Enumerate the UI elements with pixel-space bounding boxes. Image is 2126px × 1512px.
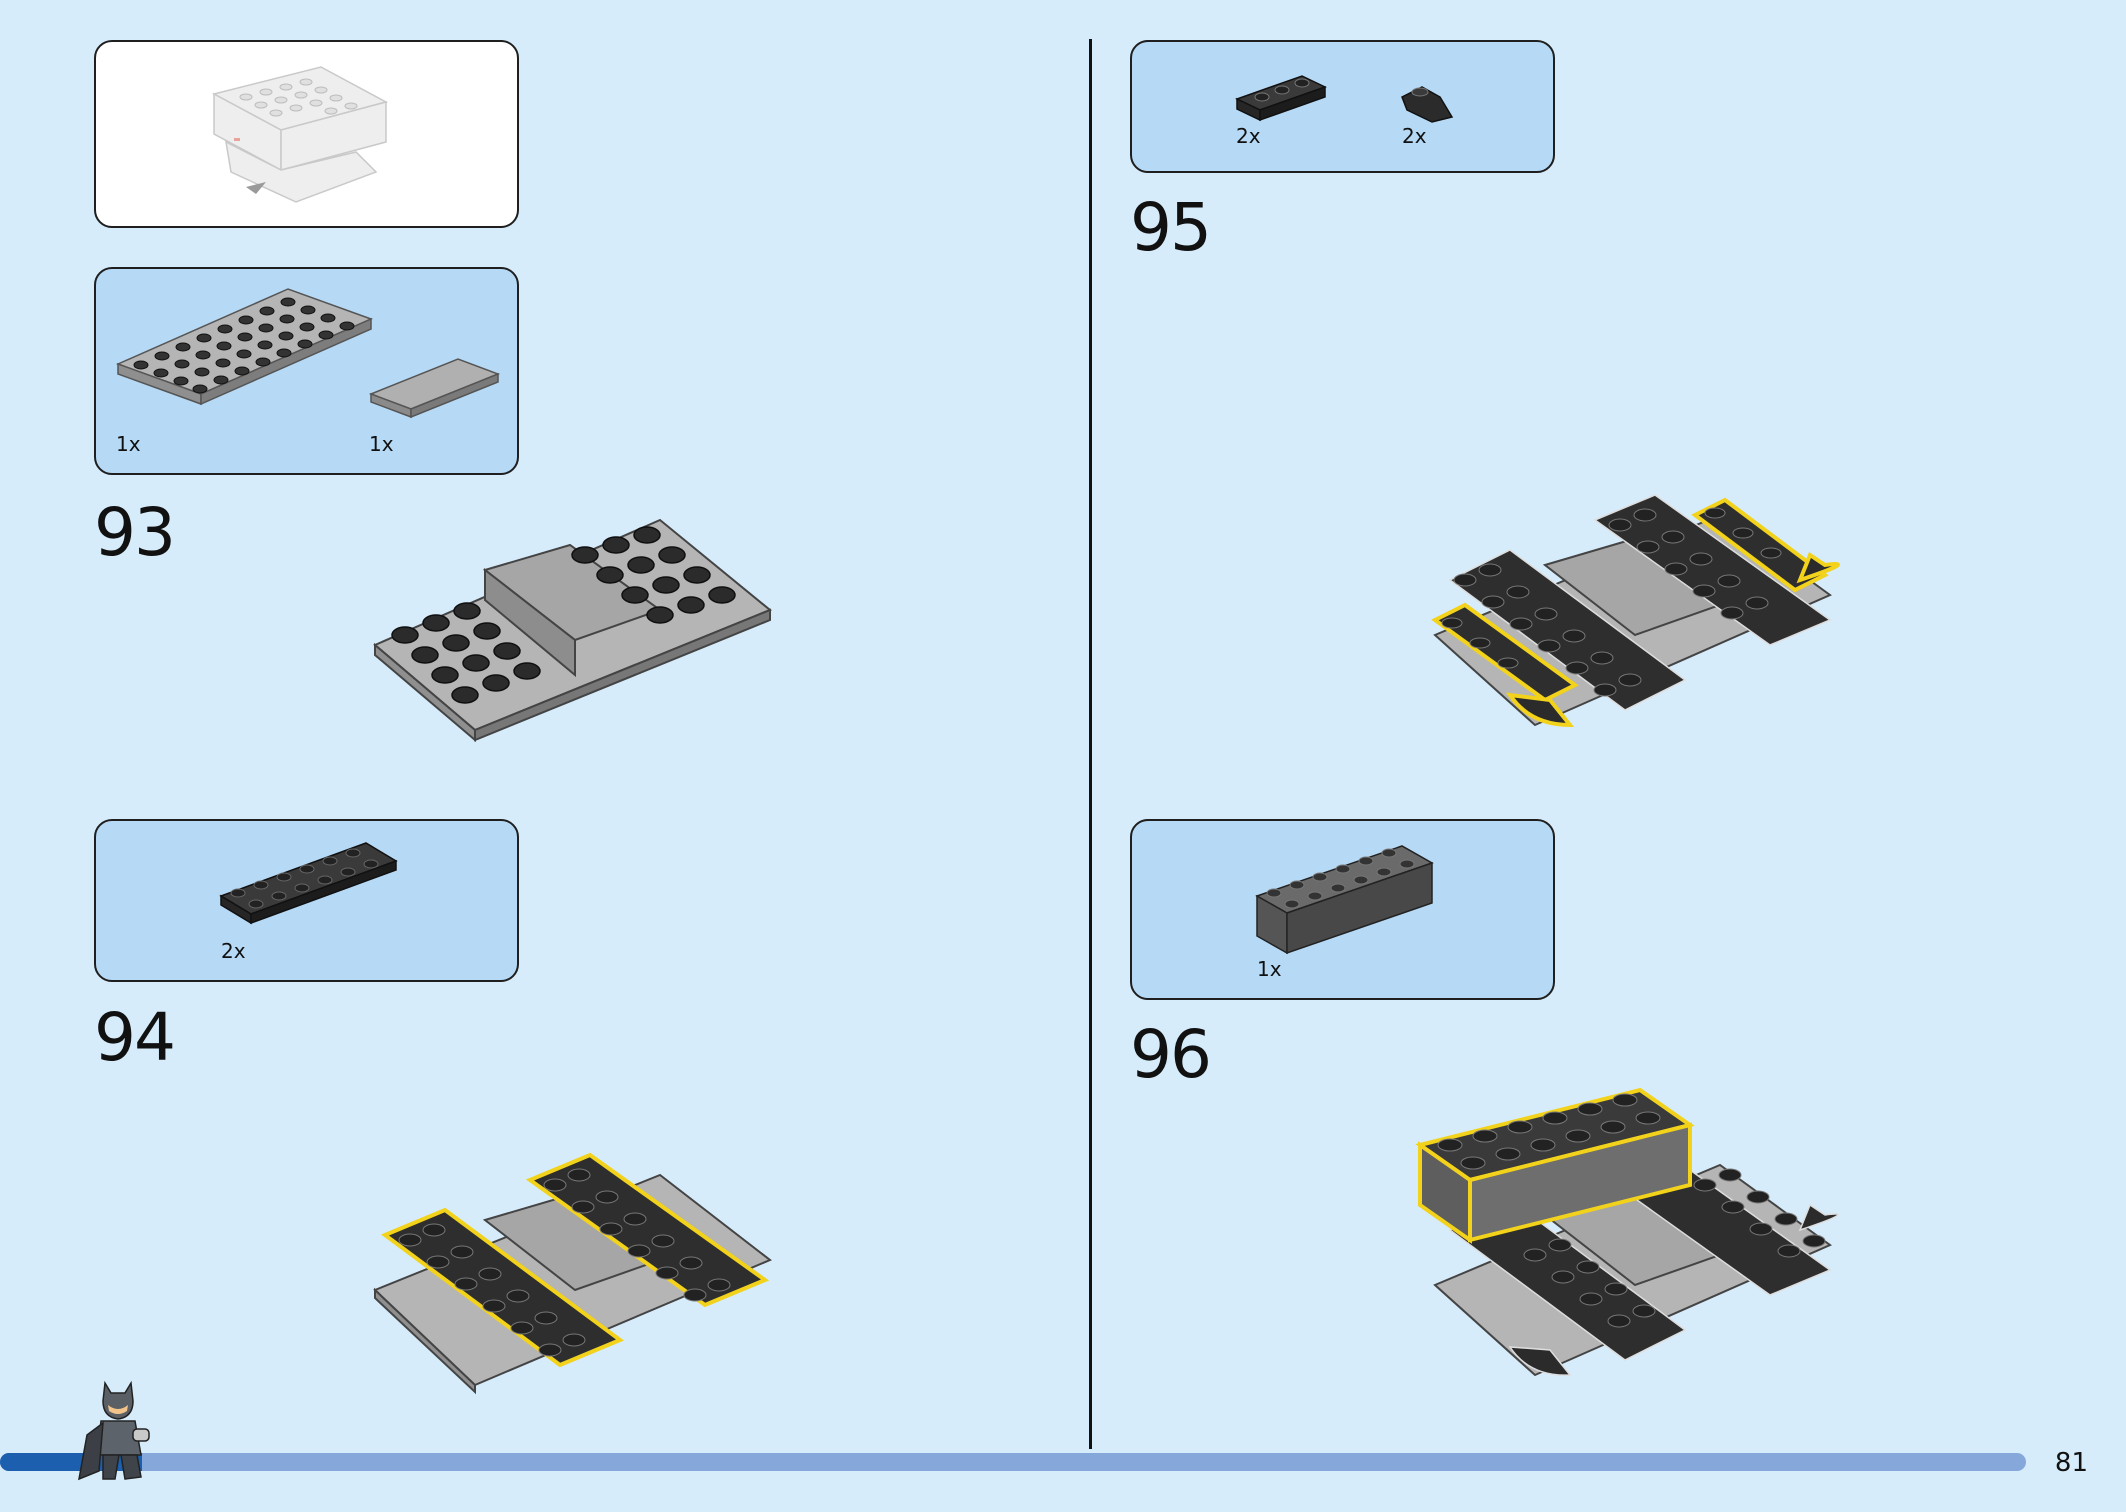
step-93-assembly-illustration: [373, 518, 772, 743]
step-95-assembly-illustration: [1431, 494, 1840, 728]
step-number: 96: [1130, 1016, 1212, 1093]
step-94-assembly-illustration: [373, 1152, 772, 1395]
black-plate-2x6-part: [219, 842, 398, 925]
model-preview-box: [94, 40, 519, 228]
part-quantity: 2x: [221, 939, 246, 963]
part-quantity: 2x: [1236, 124, 1261, 148]
step-95-parts-box: 2x 2x: [1130, 40, 1555, 173]
grey-plate-4x8-part: [115, 288, 501, 419]
part-quantity: 1x: [1257, 957, 1282, 981]
step-96-parts-box: 1x: [1130, 819, 1555, 1000]
step-96-assembly-illustration: [1415, 1087, 1839, 1377]
step-93-parts-box: 1x 1x: [94, 267, 519, 475]
part-quantity: 2x: [1402, 124, 1427, 148]
step-95-parts-illustration: [1235, 75, 1454, 123]
step-number: 95: [1130, 189, 1212, 266]
ghost-model-illustration: [211, 66, 389, 203]
batman-minifigure-icon: [78, 1380, 150, 1481]
step-number: 94: [94, 999, 176, 1076]
page-number: 81: [2054, 1448, 2088, 1478]
part-quantity: 1x: [116, 432, 141, 456]
step-number: 93: [94, 494, 176, 571]
step-94-parts-box: 2x: [94, 819, 519, 982]
black-brick-2x6-part: [1255, 845, 1434, 955]
part-quantity: 1x: [369, 432, 394, 456]
page-divider: [1089, 39, 1092, 1449]
build-progress-track: [0, 1453, 2026, 1471]
